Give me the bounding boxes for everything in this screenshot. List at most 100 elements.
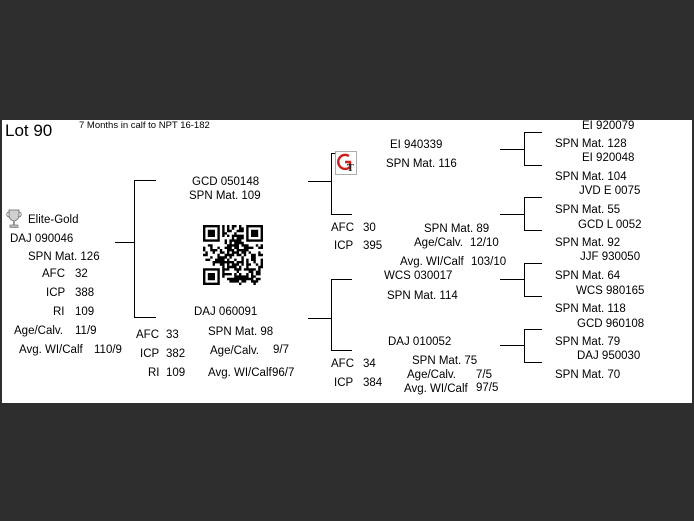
sire-dam-icp-label: ICP [334,240,354,252]
gen4-id: EI 920079 [582,120,635,132]
dam-afc-label: AFC [136,329,159,341]
animal-afc: 32 [75,268,88,280]
dam-age: 9/7 [273,344,289,356]
sire-dam-avg: 103/10 [471,256,507,268]
svg-text:T: T [347,164,354,174]
animal-avg-label: Avg. WI/Calf [19,344,83,356]
animal-avg: 110/9 [94,344,122,356]
gen4-id: JJF 930050 [580,251,641,263]
sire-sire-id: EI 940339 [390,139,443,151]
dam-dam-afc: 34 [363,358,376,370]
dam-dam-age-label: Age/Calv. [407,369,457,381]
sire-dam-age: 12/10 [470,237,499,249]
gen4-id: DAJ 950030 [577,350,641,362]
sire-dam-afc-label: AFC [331,222,354,234]
gen4-spn: SPN Mat. 64 [555,270,621,282]
animal-age: 11/9 [75,325,97,337]
sire-id: GCD 050148 [192,176,260,188]
dam-avg-label: Avg. WI/Calf [208,367,272,379]
gen4-id: GCD L 0052 [578,219,642,231]
gen4-spn: SPN Mat. 128 [555,138,627,150]
dam-spn: SPN Mat. 98 [208,326,274,338]
animal-ri-label: RI [53,306,65,318]
connector [524,197,542,198]
connector [331,153,332,214]
qr-modules [203,225,263,285]
qr-code-icon [203,225,263,285]
connector [524,329,542,330]
animal-age-label: Age/Calv. [14,325,64,337]
gen4-spn: SPN Mat. 104 [555,171,627,183]
dam-ri: 109 [166,367,186,379]
connector [524,362,542,363]
sire-spn: SPN Mat. 109 [189,190,261,202]
connector [500,149,524,150]
dam-dam-spn: SPN Mat. 75 [412,355,478,367]
sire-dam-spn: SPN Mat. 89 [424,223,490,235]
dam-afc: 33 [166,329,179,341]
dam-sire-id: WCS 030017 [384,270,453,282]
sire-dam-age-label: Age/Calv. [414,237,464,249]
connector [524,132,542,133]
sire-dam-avg-label: Avg. WI/Calf [400,256,464,268]
gen4-id: JVD E 0075 [579,185,641,197]
connector [331,350,352,351]
animal-spn: SPN Mat. 126 [28,251,100,263]
connector [500,214,524,215]
connector [308,181,331,182]
gen4-id: WCS 980165 [576,285,645,297]
sire-dam-icp: 395 [363,240,383,252]
gt-logo-icon: T [335,151,357,175]
connector [524,329,525,362]
connector [524,197,525,230]
animal-afc-label: AFC [42,268,65,280]
connector [524,165,542,166]
connector [134,180,135,317]
gen4-spn: SPN Mat. 79 [555,336,621,348]
dam-age-label: Age/Calv. [210,345,260,357]
sire-sire-spn: SPN Mat. 116 [386,158,457,170]
dam-id: DAJ 060091 [194,306,258,318]
dam-dam-icp: 384 [363,377,383,389]
gen4-id: GCD 960108 [577,318,645,330]
connector [134,180,156,181]
left-edge [0,120,2,403]
award-label: Elite-Gold [28,214,79,226]
dam-dam-avg: 97/5 [476,382,499,394]
dam-sire-spn: SPN Mat. 114 [387,290,458,302]
pedigree-sheet: Lot 90 7 Months in calf to NPT 16-182 El… [0,120,694,403]
animal-icp: 388 [75,287,95,299]
dam-dam-age: 7/5 [476,369,492,381]
connector [331,214,352,215]
connector [524,132,525,165]
connector [500,345,524,346]
gen4-spn: SPN Mat. 92 [555,237,621,249]
animal-ri: 109 [75,306,95,318]
animal-icp-label: ICP [46,287,66,299]
gen4-spn: SPN Mat. 70 [555,369,621,381]
dam-icp-label: ICP [140,348,160,360]
right-edge [692,120,694,403]
dam-icp: 382 [166,348,186,360]
connector [115,242,134,243]
connector [134,317,156,318]
dam-dam-id: DAJ 010052 [388,336,452,348]
gen4-spn: SPN Mat. 118 [555,303,626,315]
connector [524,296,542,297]
animal-id: DAJ 090046 [10,233,74,245]
dam-dam-icp-label: ICP [334,377,354,389]
connector [331,279,332,350]
connector [500,279,524,280]
connector [524,230,542,231]
dam-avg: 96/7 [272,367,295,379]
lot-title: Lot 90 [5,121,53,140]
gen4-id: EI 920048 [582,152,635,164]
lot-note: 7 Months in calf to NPT 16-182 [79,120,210,131]
connector [331,279,352,280]
dam-dam-avg-label: Avg. WI/Calf [404,383,468,395]
dam-ri-label: RI [148,367,160,379]
connector [524,263,542,264]
gen4-spn: SPN Mat. 55 [555,204,621,216]
connector [524,263,525,296]
connector [308,318,331,319]
